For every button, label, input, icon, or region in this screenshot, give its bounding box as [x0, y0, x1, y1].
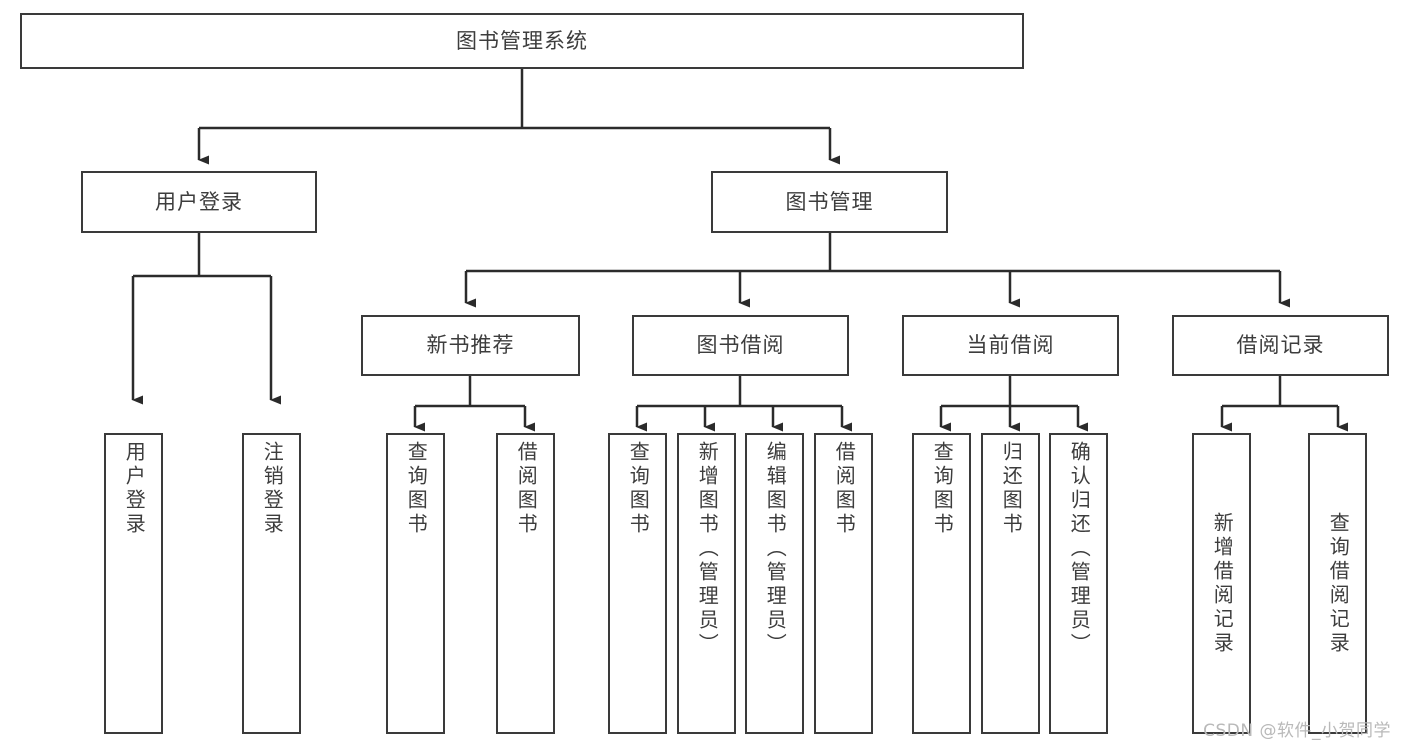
leaf-label: 确认归还（管理员） [1067, 441, 1092, 657]
leaf-current-borrow-2[interactable]: 确认归还（管理员） [1049, 433, 1108, 734]
leaf-borrow-record-1[interactable]: 查询借阅记录 [1308, 433, 1367, 734]
node-new-book-rec-label: 新书推荐 [426, 333, 515, 358]
leaf-label: 查询图书 [404, 441, 429, 537]
leaf-current-borrow-0[interactable]: 查询图书 [912, 433, 971, 734]
node-borrow-record-label: 借阅记录 [1236, 333, 1325, 358]
node-user-login[interactable]: 用户登录 [81, 171, 317, 233]
leaf-label: 借阅图书 [514, 441, 539, 537]
node-new-book-rec[interactable]: 新书推荐 [361, 315, 580, 376]
node-root[interactable]: 图书管理系统 [20, 13, 1024, 69]
leaf-current-borrow-1[interactable]: 归还图书 [981, 433, 1040, 734]
leaf-new-book-rec-0[interactable]: 查询图书 [386, 433, 445, 734]
node-current-borrow-label: 当前借阅 [966, 333, 1055, 358]
node-book-borrow[interactable]: 图书借阅 [632, 315, 849, 376]
watermark-text: CSDN @软件_小贺同学 [1203, 721, 1391, 741]
leaf-book-borrow-1[interactable]: 新增图书（管理员） [677, 433, 736, 734]
leaf-label: 查询借阅记录 [1326, 511, 1351, 656]
leaf-label: 查询图书 [930, 441, 955, 537]
node-user-login-label: 用户登录 [155, 189, 243, 214]
node-book-manage[interactable]: 图书管理 [711, 171, 948, 233]
leaf-label: 注销登录 [260, 441, 285, 537]
leaf-label: 新增借阅记录 [1210, 511, 1235, 656]
node-book-manage-label: 图书管理 [785, 189, 874, 214]
leaf-label: 归还图书 [999, 441, 1024, 537]
node-book-borrow-label: 图书借阅 [696, 333, 785, 358]
leaf-book-borrow-2[interactable]: 编辑图书（管理员） [745, 433, 804, 734]
leaf-user-login-0[interactable]: 用户登录 [104, 433, 163, 734]
node-root-label: 图书管理系统 [456, 28, 588, 53]
leaf-user-login-1[interactable]: 注销登录 [242, 433, 301, 734]
leaf-new-book-rec-1[interactable]: 借阅图书 [496, 433, 555, 734]
leaf-label: 用户登录 [122, 441, 147, 537]
leaf-borrow-record-0[interactable]: 新增借阅记录 [1192, 433, 1251, 734]
node-borrow-record[interactable]: 借阅记录 [1172, 315, 1389, 376]
leaf-book-borrow-3[interactable]: 借阅图书 [814, 433, 873, 734]
leaf-label: 新增图书（管理员） [695, 441, 720, 657]
leaf-label: 查询图书 [626, 441, 651, 537]
node-current-borrow[interactable]: 当前借阅 [902, 315, 1119, 376]
leaf-label: 编辑图书（管理员） [763, 441, 788, 657]
leaf-book-borrow-0[interactable]: 查询图书 [608, 433, 667, 734]
leaf-label: 借阅图书 [832, 441, 857, 537]
